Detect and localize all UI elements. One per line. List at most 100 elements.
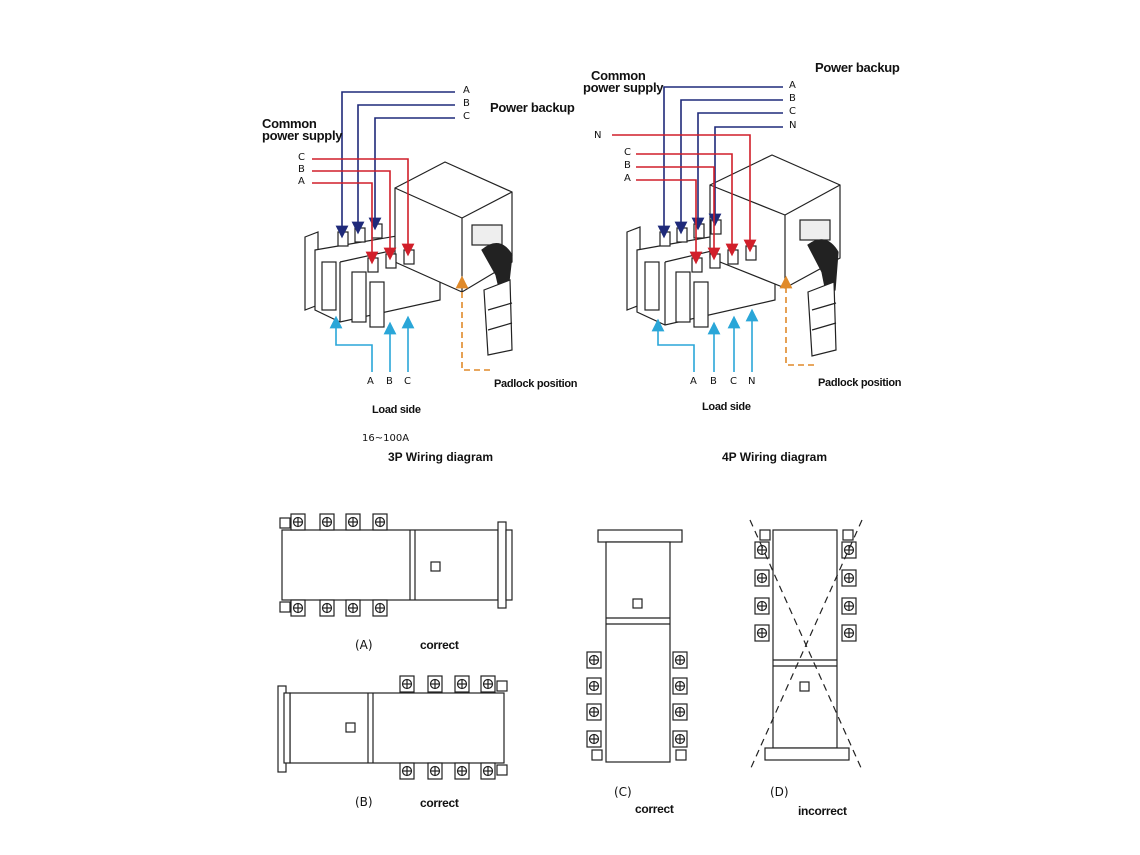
mounting-b-illustration [277, 675, 508, 780]
terminal-screw [454, 675, 470, 693]
backup-phase-4p-c: C [789, 106, 796, 117]
terminal-screw [454, 762, 470, 780]
wires-3p-supply [312, 158, 415, 265]
mount-a-status: correct [420, 638, 459, 652]
indicator-square [430, 561, 441, 572]
padlock-position-3p: Padlock position [494, 378, 578, 390]
wires-4p-supply [612, 134, 757, 265]
terminal-screw [290, 599, 306, 617]
wires-3p-backup [335, 91, 455, 239]
mount-d-status: incorrect [798, 804, 847, 818]
terminal-screw [399, 762, 415, 780]
terminal-screw [372, 513, 388, 531]
load-phase-3p-b: B [386, 376, 393, 387]
supply-phase-4p-c: C [624, 147, 631, 158]
switch-body [281, 529, 499, 601]
load-phase-4p-n: N [748, 376, 756, 387]
power-backup-4p: Power backup [815, 60, 900, 75]
supply-phase-4p-a: A [624, 173, 631, 184]
terminal-screw [672, 677, 688, 695]
load-phase-4p-a: A [690, 376, 697, 387]
common-label-line2: power supply [262, 128, 343, 143]
rating-label: 16~100A [362, 433, 410, 444]
terminal-screw [319, 513, 335, 531]
backup-phase-4p-n: N [789, 120, 797, 131]
load-phase-3p-a: A [367, 376, 374, 387]
wires-3p-load [329, 315, 415, 372]
mounting-a-illustration [279, 513, 513, 617]
mount-bracket [497, 521, 507, 609]
switch-body [605, 541, 671, 763]
mount-c-label: (C) [614, 785, 632, 799]
mount-bracket [597, 529, 683, 543]
terminal-screw [290, 513, 306, 531]
supply-phase-3p-b: B [298, 164, 305, 175]
terminal-screw [399, 675, 415, 693]
terminal-screw [841, 541, 857, 559]
caption-4p: 4P Wiring diagram [722, 450, 828, 464]
padlock-position-4p: Padlock position [818, 377, 902, 389]
common-label-4p-line2: power supply [583, 80, 664, 95]
wires-4p-load [651, 308, 759, 372]
terminal-screw [841, 624, 857, 642]
terminal-screw [345, 599, 361, 617]
terminal-screw [586, 677, 602, 695]
terminal-screw [480, 762, 496, 780]
common-label-line1: Common [262, 116, 317, 131]
indicator-square [345, 722, 356, 733]
switch-3p-illustration [304, 161, 513, 356]
cross-line [749, 519, 863, 771]
padlock-4p-dashed [779, 275, 814, 366]
terminal-screw [586, 730, 602, 748]
common-power-supply-4p: Common power supply [583, 68, 664, 95]
caption-3p: 3P Wiring diagram [388, 450, 494, 464]
terminal-screw [841, 569, 857, 587]
terminal-screw [672, 730, 688, 748]
mounting-d-illustration [749, 519, 863, 771]
terminal-screw [345, 513, 361, 531]
backup-phase-4p-b: B [789, 93, 796, 104]
mount-b-status: correct [420, 796, 459, 810]
mount-d-label: (D) [770, 785, 789, 799]
load-side-3p: Load side [372, 404, 421, 416]
indicator-square [632, 598, 643, 609]
terminal-screw [754, 569, 770, 587]
supply-phase-4p-b: B [624, 160, 631, 171]
terminal-screw [754, 597, 770, 615]
terminal-screw [480, 675, 496, 693]
terminal-screw [754, 541, 770, 559]
backup-phase-3p-c: C [463, 111, 470, 122]
load-phase-4p-c: C [730, 376, 737, 387]
load-phase-3p-c: C [404, 376, 411, 387]
backup-phase-4p-a: A [789, 80, 796, 91]
terminal-screw [427, 762, 443, 780]
power-backup-3p: Power backup [490, 100, 575, 115]
load-phase-4p-b: B [710, 376, 717, 387]
mount-b-label: (B) [355, 795, 373, 809]
mount-c-status: correct [635, 802, 674, 816]
terminal-screw [672, 703, 688, 721]
terminal-screw [841, 597, 857, 615]
switch-body [772, 529, 838, 749]
terminal-screw [672, 651, 688, 669]
mount-a-label: (A) [355, 638, 373, 652]
mount-bracket [764, 747, 850, 761]
common-power-supply-3p: Common power supply [262, 116, 343, 143]
terminal-screw [319, 599, 335, 617]
wires-4p-backup [657, 86, 783, 239]
switch-4p-illustration [626, 154, 841, 357]
supply-phase-3p-a: A [298, 176, 305, 187]
terminal-screw [754, 624, 770, 642]
neutral-4p: N [594, 130, 602, 141]
common-label-4p-line1: Common [591, 68, 646, 83]
terminal-screw [586, 651, 602, 669]
supply-phase-3p-c: C [298, 152, 305, 163]
terminal-screw [372, 599, 388, 617]
backup-phase-3p-a: A [463, 85, 470, 96]
terminal-screw [427, 675, 443, 693]
backup-phase-3p-b: B [463, 98, 470, 109]
switch-body [289, 692, 505, 764]
load-side-4p: Load side [702, 401, 751, 413]
